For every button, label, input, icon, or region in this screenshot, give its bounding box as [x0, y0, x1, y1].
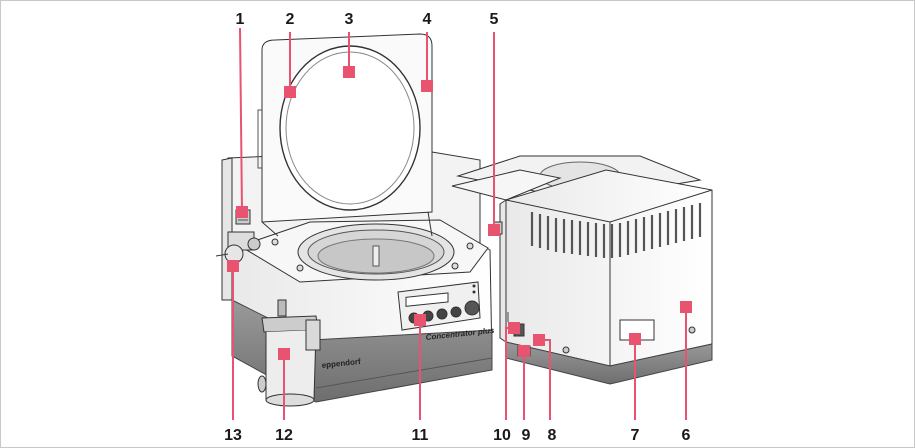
callout-2: 2: [286, 11, 295, 28]
callout-12: 12: [275, 427, 293, 444]
vent-slots: [530, 203, 702, 258]
callout-leaders: [227, 27, 692, 420]
callout-5: 5: [490, 11, 499, 28]
callout-numbers: 1 2 3 4 5 6 7 8 9 10 11 12 13: [224, 11, 690, 444]
brand-label: eppendorf: [321, 357, 361, 370]
callout-1: 1: [236, 11, 245, 28]
callout-9: 9: [522, 427, 531, 444]
left-concentrator: eppendorf Concentrator plus: [215, 33, 495, 407]
right-concentrator-rear: [451, 155, 713, 385]
callout-3: 3: [345, 11, 354, 28]
callout-7: 7: [631, 427, 640, 444]
callout-10: 10: [493, 427, 511, 444]
callout-13: 13: [224, 427, 242, 444]
callout-8: 8: [548, 427, 557, 444]
callout-4: 4: [423, 11, 432, 28]
callout-11: 11: [412, 427, 429, 444]
callout-6: 6: [682, 427, 691, 444]
